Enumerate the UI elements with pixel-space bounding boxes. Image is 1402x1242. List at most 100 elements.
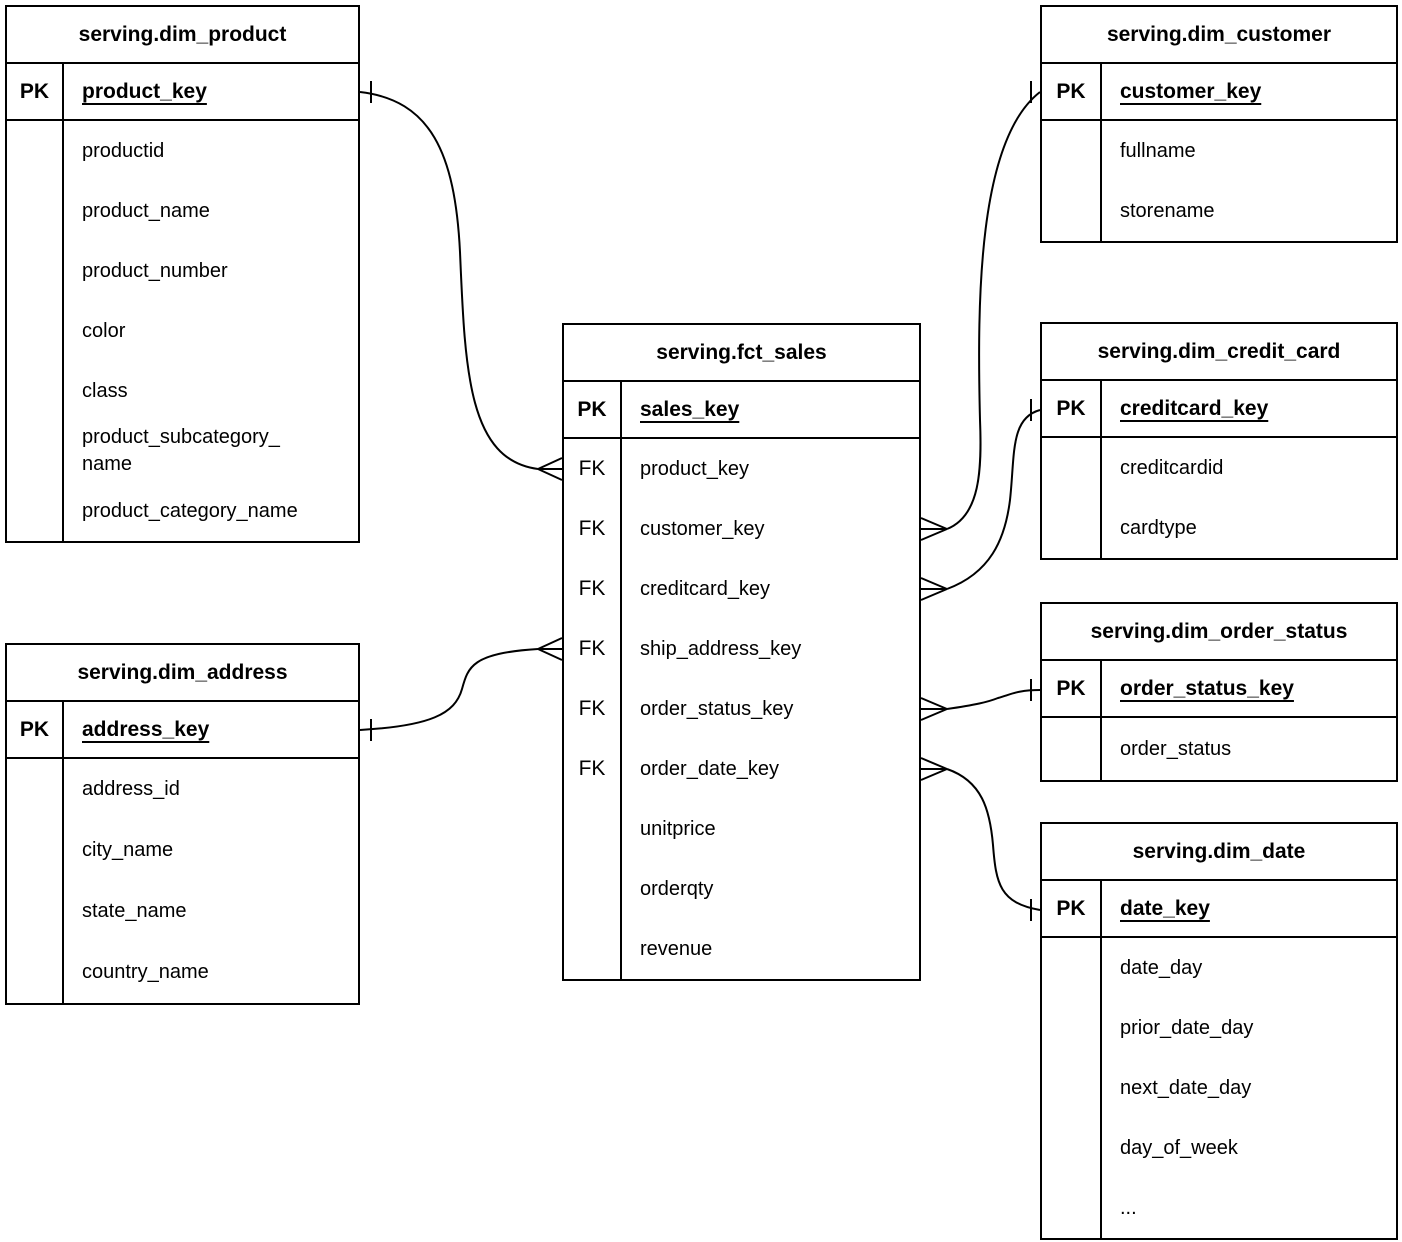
field-name: product_subcategory_ name: [82, 426, 280, 475]
connector-line: [359, 648, 539, 731]
table-row: ...: [1042, 1178, 1396, 1238]
field-name: ...: [1120, 1196, 1137, 1219]
crow-foot-many-icon: [537, 457, 563, 481]
pk-field-cell: product_key: [64, 64, 358, 119]
key-cell-empty: [1042, 438, 1102, 498]
rel-fct-to-credit-card: [920, 399, 1041, 601]
key-cell-empty: [1042, 998, 1102, 1058]
table-dim-customer: serving.dim_customer PK customer_key ful…: [1040, 5, 1398, 243]
rel-fct-to-customer: [920, 81, 1041, 541]
crow-foot-many-icon: [537, 637, 563, 661]
field-name: cardtype: [1120, 516, 1197, 539]
field-name: orderqty: [640, 877, 714, 900]
table-row: fullname: [1042, 121, 1396, 181]
table-dim-address: serving.dim_address PK address_key addre…: [5, 643, 360, 1005]
table-row: state_name: [7, 881, 358, 942]
key-cell-empty: [7, 301, 64, 361]
table-row: prior_date_day: [1042, 998, 1396, 1058]
pk-badge: PK: [564, 382, 622, 437]
field-name: fullname: [1120, 139, 1196, 162]
field-name: country_name: [82, 961, 209, 983]
key-cell-empty: [7, 942, 64, 1003]
table-dim-product: serving.dim_product PK product_key produ…: [5, 5, 360, 543]
pk-field-name: creditcard_key: [1120, 397, 1269, 420]
key-cell-empty: [1042, 181, 1102, 241]
table-row: orderqty: [564, 859, 919, 919]
table-row: address_id: [7, 759, 358, 820]
field-name: productid: [82, 139, 165, 162]
connector-line: [946, 91, 1041, 530]
pk-badge: PK: [1042, 881, 1102, 936]
crow-foot-many-icon: [920, 757, 948, 781]
field-name: order_date_key: [640, 757, 779, 780]
field-name: product_key: [640, 457, 749, 480]
table-row: class: [7, 361, 358, 421]
key-cell-empty: [1042, 498, 1102, 558]
pk-field-name: product_key: [82, 80, 207, 103]
rel-fct-to-date: [920, 757, 1041, 921]
key-cell-empty: [7, 421, 64, 481]
field-name: customer_key: [640, 517, 765, 540]
field-name: product_number: [82, 259, 228, 282]
table-dim-order-status: serving.dim_order_status PK order_status…: [1040, 602, 1398, 782]
table-row: product_subcategory_ name: [7, 421, 358, 481]
field-name: storename: [1120, 199, 1215, 222]
field-name: state_name: [82, 900, 187, 922]
table-row: product_category_name: [7, 481, 358, 541]
table-row: product_name: [7, 181, 358, 241]
table-row: city_name: [7, 820, 358, 881]
table-title: serving.fct_sales: [564, 325, 919, 382]
rel-fct-to-order-status: [920, 679, 1041, 721]
fk-badge: FK: [564, 679, 622, 739]
pk-field-name: customer_key: [1120, 80, 1262, 103]
pk-badge: PK: [7, 64, 64, 119]
table-row: FK customer_key: [564, 499, 919, 559]
key-cell-empty: [7, 241, 64, 301]
pk-field-cell: date_key: [1102, 881, 1396, 936]
pk-row: PK sales_key: [564, 382, 919, 439]
pk-row: PK creditcard_key: [1042, 381, 1396, 438]
connector-line: [359, 91, 539, 470]
rel-product-to-fct: [359, 81, 563, 481]
pk-badge: PK: [1042, 661, 1102, 716]
field-name: class: [82, 379, 128, 402]
key-cell-empty: [1042, 1178, 1102, 1238]
pk-field-name: date_key: [1120, 897, 1210, 920]
pk-field-cell: sales_key: [622, 382, 919, 437]
crow-foot-many-icon: [920, 577, 948, 601]
fk-badge: FK: [564, 739, 622, 799]
fk-badge: FK: [564, 499, 622, 559]
table-row: creditcardid: [1042, 438, 1396, 498]
rel-address-to-fct: [359, 637, 563, 741]
table-title: serving.dim_address: [7, 645, 358, 702]
key-cell-empty: [564, 859, 622, 919]
key-cell-empty: [1042, 121, 1102, 181]
key-cell-empty: [1042, 938, 1102, 998]
pk-row: PK product_key: [7, 64, 358, 121]
connector-line: [946, 689, 1041, 710]
fk-badge: FK: [564, 559, 622, 619]
pk-row: PK address_key: [7, 702, 358, 759]
table-row: date_day: [1042, 938, 1396, 998]
pk-row: PK customer_key: [1042, 64, 1396, 121]
key-cell-empty: [7, 181, 64, 241]
fk-badge: FK: [564, 619, 622, 679]
table-body: fullname storename: [1042, 121, 1396, 241]
field-name: city_name: [82, 839, 174, 861]
key-cell-empty: [7, 820, 64, 881]
table-row: storename: [1042, 181, 1396, 241]
pk-badge: PK: [7, 702, 64, 757]
table-dim-credit-card: serving.dim_credit_card PK creditcard_ke…: [1040, 322, 1398, 560]
table-row: country_name: [7, 942, 358, 1003]
table-row: order_status: [1042, 718, 1396, 780]
pk-field-name: sales_key: [640, 398, 740, 421]
table-title: serving.dim_order_status: [1042, 604, 1396, 661]
pk-badge: PK: [1042, 381, 1102, 436]
field-name: address_id: [82, 778, 180, 800]
